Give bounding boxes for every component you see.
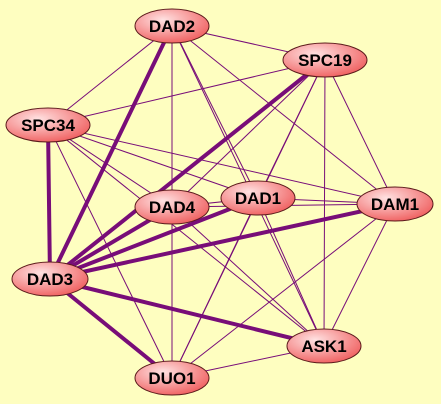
- node-label-dad1: DAD1: [235, 189, 281, 208]
- edge-dam1-dad3: [48, 202, 397, 281]
- edge-dad2-dad3: [48, 24, 174, 281]
- edge-spc19-ask1: [323, 59, 326, 347]
- edge-spc34-dam1: [47, 124, 396, 205]
- node-label-dam1: DAM1: [371, 195, 419, 214]
- edge-dam1-ask1: [323, 203, 396, 347]
- node-dad3[interactable]: DAD3: [11, 261, 89, 297]
- node-dad2[interactable]: DAD2: [134, 8, 210, 44]
- edge-spc19-dam1: [324, 59, 396, 205]
- node-shape-ask1: [286, 328, 362, 364]
- edge-dam1-duo1: [171, 203, 396, 379]
- edge-spc34-duo1: [47, 124, 173, 379]
- edge-spc19-spc34: [47, 59, 326, 126]
- edge-spc19-dad3: [48, 58, 327, 281]
- node-duo1[interactable]: DUO1: [134, 360, 210, 396]
- edge-dad1-dad3: [48, 196, 260, 281]
- node-label-duo1: DUO1: [148, 369, 195, 388]
- node-shape-dam1: [356, 186, 434, 222]
- edge-dad2-dam1: [171, 25, 396, 205]
- node-shape-dad2: [134, 8, 210, 44]
- edge-spc34-dad3: [46, 123, 52, 281]
- node-label-dad3: DAD3: [27, 270, 73, 289]
- edge-dad3-ask1: [48, 277, 326, 348]
- node-shape-duo1: [134, 360, 210, 396]
- node-label-spc34: SPC34: [21, 116, 75, 135]
- node-label-dad2: DAD2: [149, 17, 195, 36]
- edge-spc34-dad1: [47, 124, 259, 199]
- node-shape-spc34: [5, 107, 91, 143]
- node-dam1[interactable]: DAM1: [356, 186, 434, 222]
- edge-dad1-duo1: [171, 197, 259, 379]
- node-shape-dad3: [11, 261, 89, 297]
- node-shape-spc19: [282, 42, 368, 78]
- node-shape-dad4: [134, 189, 210, 225]
- node-spc19[interactable]: SPC19: [282, 42, 368, 78]
- edge-spc19-dad4: [171, 59, 326, 208]
- node-label-dad4: DAD4: [149, 198, 196, 217]
- node-dad4[interactable]: DAD4: [134, 189, 210, 225]
- edge-dad1-ask1: [257, 197, 325, 347]
- node-dad1[interactable]: DAD1: [220, 180, 296, 216]
- node-ask1[interactable]: ASK1: [286, 328, 362, 364]
- node-shape-dad1: [220, 180, 296, 216]
- edge-spc34-ask1: [47, 124, 325, 347]
- edge-dad2-spc34: [47, 25, 173, 126]
- node-label-ask1: ASK1: [301, 337, 346, 356]
- edge-dad3-duo1: [48, 277, 174, 380]
- edge-dad4-ask1: [171, 206, 325, 347]
- node-label-spc19: SPC19: [298, 51, 352, 70]
- node-spc34[interactable]: SPC34: [5, 107, 91, 143]
